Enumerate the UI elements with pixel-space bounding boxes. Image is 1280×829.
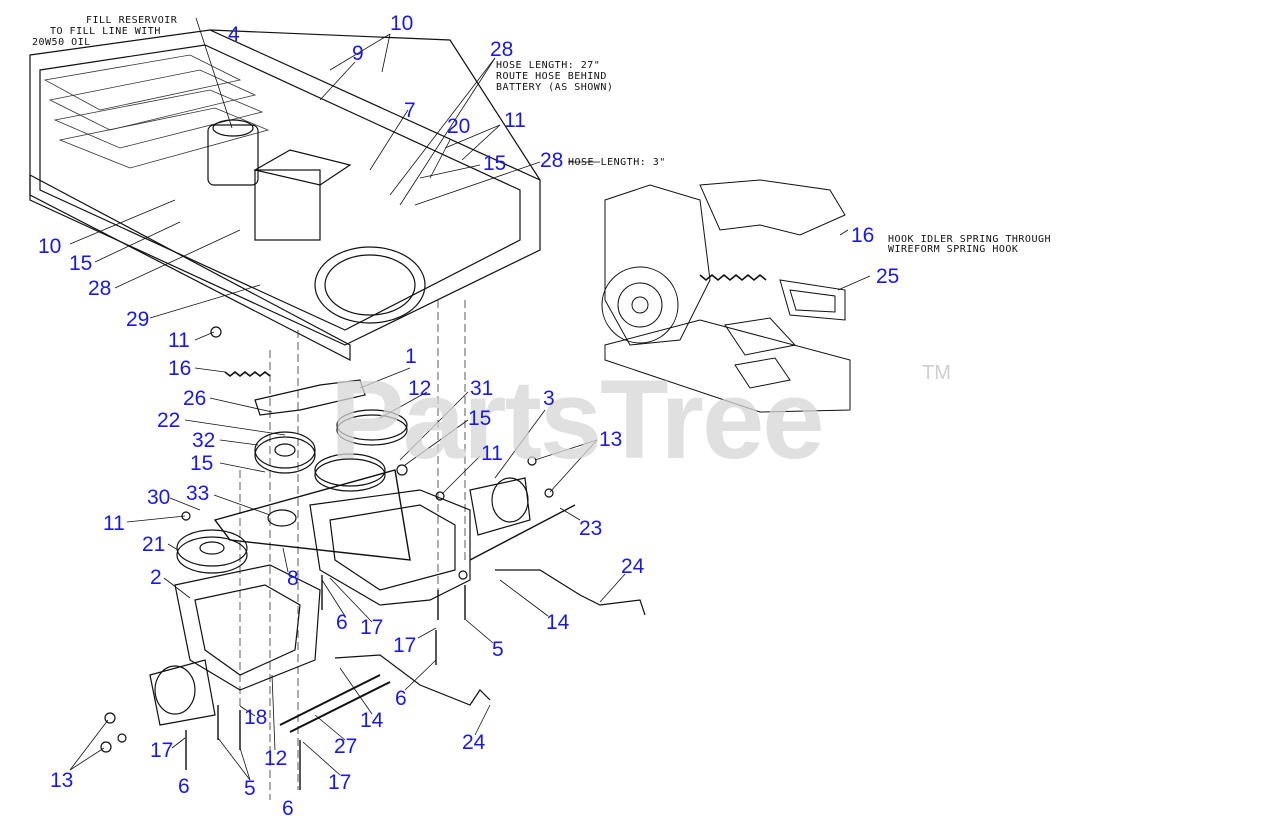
pulley-33 xyxy=(267,509,297,527)
callout-5-right: 5 xyxy=(492,638,504,661)
callout-11-mid: 11 xyxy=(168,329,190,352)
callout-6-mid: 6 xyxy=(336,611,348,634)
drive-belt xyxy=(213,469,411,561)
note-fill-reservoir-3: 20W50 OIL xyxy=(32,37,91,48)
callout-31: 31 xyxy=(470,377,494,400)
callout-27: 27 xyxy=(334,735,358,758)
callout-10-top: 10 xyxy=(390,12,414,35)
callout-28-top: 28 xyxy=(490,38,514,61)
leader-lines xyxy=(69,17,626,781)
callout-4: 4 xyxy=(228,23,240,46)
axle-hub-left xyxy=(149,659,216,726)
callout-9: 9 xyxy=(352,42,364,65)
callout-25-inset: 25 xyxy=(876,265,900,288)
callout-24-right: 24 xyxy=(621,555,645,578)
callout-28-left: 28 xyxy=(88,277,112,300)
axle-rod xyxy=(279,674,381,726)
transmission-left xyxy=(174,564,321,691)
note-hose-27-3: BATTERY (AS SHOWN) xyxy=(496,82,614,93)
watermark-text: PartsTree xyxy=(330,357,825,482)
inset-frame xyxy=(604,319,851,413)
callout-13-right: 13 xyxy=(599,428,623,451)
callout-12-top: 12 xyxy=(408,377,432,400)
callout-20: 20 xyxy=(447,115,471,138)
callout-14-right: 14 xyxy=(546,611,570,634)
callout-6-left: 6 xyxy=(178,775,190,798)
callout-23: 23 xyxy=(579,517,603,540)
idler-pulley-32 xyxy=(254,436,316,474)
idler-pulley-top xyxy=(336,414,408,446)
battery xyxy=(254,169,321,241)
callout-13-left: 13 xyxy=(50,769,74,792)
callout-10-left: 10 xyxy=(38,235,62,258)
callout-11-right: 11 xyxy=(481,442,503,465)
inset-idler-spring xyxy=(699,273,767,282)
transmission-pulley-left xyxy=(176,536,248,574)
pulley-right xyxy=(314,458,386,492)
callout-6-right: 6 xyxy=(395,687,407,710)
callout-7: 7 xyxy=(404,99,416,122)
note-hook-idler-1: HOOK IDLER SPRING THROUGH xyxy=(888,234,1052,245)
callout-14-lower: 14 xyxy=(360,709,384,732)
callout-28-mid: 28 xyxy=(540,149,564,172)
note-fill-reservoir-1: FILL RESERVOIR xyxy=(86,15,178,26)
inset-spring-hook xyxy=(779,279,846,321)
callout-24-lower: 24 xyxy=(462,731,486,754)
note-fill-reservoir-2: TO FILL LINE WITH xyxy=(50,26,161,37)
deck-perforation-grid xyxy=(43,54,270,169)
inset-engine-fan xyxy=(601,266,679,344)
callout-17-left: 17 xyxy=(150,739,174,762)
callout-22: 22 xyxy=(157,409,181,432)
callout-18: 18 xyxy=(244,706,268,729)
callout-17-bottom: 17 xyxy=(328,771,352,794)
callout-3: 3 xyxy=(543,387,555,410)
oil-reservoir xyxy=(207,124,259,186)
callout-8: 8 xyxy=(287,567,299,590)
callout-26: 26 xyxy=(183,387,207,410)
linkage-rod-upper xyxy=(495,569,646,616)
note-hose-3: HOSE LENGTH: 3" xyxy=(568,157,666,168)
inset-engine-block xyxy=(604,184,711,346)
inset-upper-assembly xyxy=(699,179,846,236)
callout-12-lower: 12 xyxy=(264,747,288,770)
callout-2: 2 xyxy=(150,566,162,589)
frame-rail-left xyxy=(29,174,351,361)
callout-11-top: 11 xyxy=(504,109,526,132)
idler-spring xyxy=(224,370,271,378)
inset-detail-view xyxy=(568,161,1060,413)
note-hose-27-2: ROUTE HOSE BEHIND xyxy=(496,71,607,82)
note-hook-idler-2: WIREFORM SPRING HOOK xyxy=(888,244,1019,255)
callout-29: 29 xyxy=(126,308,150,331)
callout-11-left: 11 xyxy=(103,512,125,535)
callout-16: 16 xyxy=(168,357,192,380)
trademark-symbol: TM xyxy=(922,362,951,384)
callout-21: 21 xyxy=(142,533,166,556)
callout-15-lower: 15 xyxy=(190,452,214,475)
bolts xyxy=(185,575,466,790)
axle-hub-right xyxy=(469,477,531,536)
rod-23 xyxy=(469,504,576,561)
callout-15-left: 15 xyxy=(69,252,93,275)
callout-16-inset: 16 xyxy=(851,224,875,247)
callout-15-top: 15 xyxy=(483,152,507,175)
callout-5-left: 5 xyxy=(244,777,256,800)
callout-1: 1 xyxy=(405,345,417,368)
callout-30: 30 xyxy=(147,486,171,509)
linkage-rod-lower xyxy=(334,654,491,706)
frame-rail-right xyxy=(209,29,541,181)
note-hose-27-1: HOSE LENGTH: 27" xyxy=(496,60,601,71)
callout-6-bottom: 6 xyxy=(282,797,294,820)
callout-17-mid: 17 xyxy=(360,616,384,639)
nuts xyxy=(100,326,554,753)
transmission-right xyxy=(309,489,471,606)
center-plate-hole xyxy=(314,246,426,324)
callout-17-right: 17 xyxy=(393,634,417,657)
callout-15-mid: 15 xyxy=(468,407,492,430)
callout-32: 32 xyxy=(192,429,216,452)
idler-bracket xyxy=(254,379,366,416)
callout-33: 33 xyxy=(186,482,210,505)
inset-plate-slot xyxy=(724,317,796,356)
